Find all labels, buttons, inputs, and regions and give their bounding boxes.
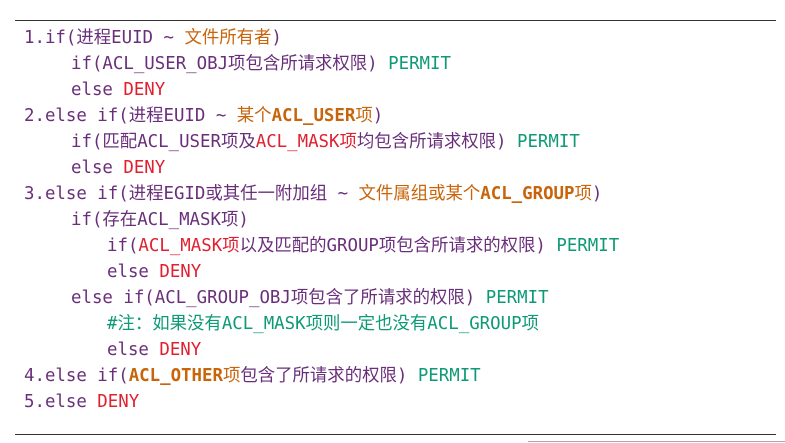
code-token: )	[372, 106, 384, 126]
code-token: ACL_MASK项	[138, 236, 240, 256]
code-token: PERMIT	[516, 132, 580, 152]
code-token: 文件所有者	[184, 28, 272, 48]
code-token: DENY	[97, 392, 140, 412]
code-token: 项	[222, 366, 241, 386]
code-token: 项	[574, 184, 592, 204]
code-token: if(ACL_USER_OBJ项包含所请求权限)	[71, 54, 389, 74]
code-token: else if(ACL_GROUP_OBJ项包含了所请求的权限)	[71, 288, 486, 308]
code-line: #注：如果没有ACL_MASK项则一定也没有ACL_GROUP项	[107, 311, 539, 337]
code-token: PERMIT	[485, 288, 549, 308]
code-token: 均包含所请求权限)	[356, 132, 517, 152]
code-line: if(存在ACL_MASK项)	[71, 207, 249, 233]
code-line: if(ACL_MASK项以及匹配的GROUP项包含所请求的权限) PERMIT	[107, 233, 619, 259]
code-token: else	[107, 340, 160, 360]
code-token: 文件属组或某个	[358, 184, 481, 204]
code-token: DENY	[159, 262, 202, 282]
code-token: if(匹配ACL_USER项及	[71, 132, 256, 152]
code-token: 以及匹配的GROUP项包含所请求的权限)	[239, 236, 557, 256]
code-token: if(	[107, 236, 139, 256]
top-rule	[15, 20, 776, 21]
code-token: )	[271, 28, 282, 48]
code-token: ACL_MASK项	[255, 132, 357, 152]
code-line: 4.else if(ACL_OTHER项包含了所请求的权限) PERMIT	[24, 363, 481, 389]
code-token: 包含了所请求的权限)	[240, 366, 418, 386]
code-token: DENY	[159, 340, 202, 360]
code-block: 1.if(进程EUID ~ 文件所有者)if(ACL_USER_OBJ项包含所请…	[24, 25, 779, 425]
code-token: 2.else if(进程EUID ~	[24, 106, 237, 126]
code-token: if(存在ACL_MASK项)	[71, 210, 249, 230]
code-line: 5.else DENY	[24, 389, 139, 415]
code-token: else	[71, 80, 124, 100]
code-line: 1.if(进程EUID ~ 文件所有者)	[24, 25, 282, 51]
code-line: else DENY	[71, 155, 165, 181]
code-token: 5.else	[24, 392, 98, 412]
code-token: 1.if(进程EUID ~	[24, 28, 185, 48]
code-token: PERMIT	[556, 236, 620, 256]
code-token: else	[71, 158, 124, 178]
code-token: ACL_OTHER	[128, 366, 223, 386]
code-token: PERMIT	[388, 54, 451, 74]
code-token: DENY	[123, 80, 166, 100]
code-token: 3.else if(进程EGID或其任一附加组 ~	[24, 184, 359, 204]
code-token: )	[591, 184, 603, 204]
code-token: PERMIT	[417, 366, 481, 386]
code-token: ACL_USER	[271, 106, 356, 126]
code-line: else DENY	[107, 337, 201, 363]
corner-rule	[528, 441, 785, 442]
code-token: 项	[355, 106, 373, 126]
code-line: else if(ACL_GROUP_OBJ项包含了所请求的权限) PERMIT	[71, 285, 549, 311]
code-line: 2.else if(进程EUID ~ 某个ACL_USER项)	[24, 103, 383, 129]
code-token: 4.else if(	[24, 366, 129, 386]
code-token: else	[107, 262, 160, 282]
code-token: 某个	[236, 106, 272, 126]
code-token: DENY	[123, 158, 166, 178]
code-line: if(匹配ACL_USER项及ACL_MASK项均包含所请求权限) PERMIT	[71, 129, 580, 155]
code-line: 3.else if(进程EGID或其任一附加组 ~ 文件属组或某个ACL_GRO…	[24, 181, 602, 207]
code-line: else DENY	[107, 259, 201, 285]
bottom-rule	[15, 434, 776, 435]
code-line: else DENY	[71, 77, 165, 103]
code-line: if(ACL_USER_OBJ项包含所请求权限) PERMIT	[71, 51, 451, 77]
code-token: ACL_GROUP	[480, 184, 575, 204]
code-token: #注：如果没有ACL_MASK项则一定也没有ACL_GROUP项	[107, 314, 539, 334]
